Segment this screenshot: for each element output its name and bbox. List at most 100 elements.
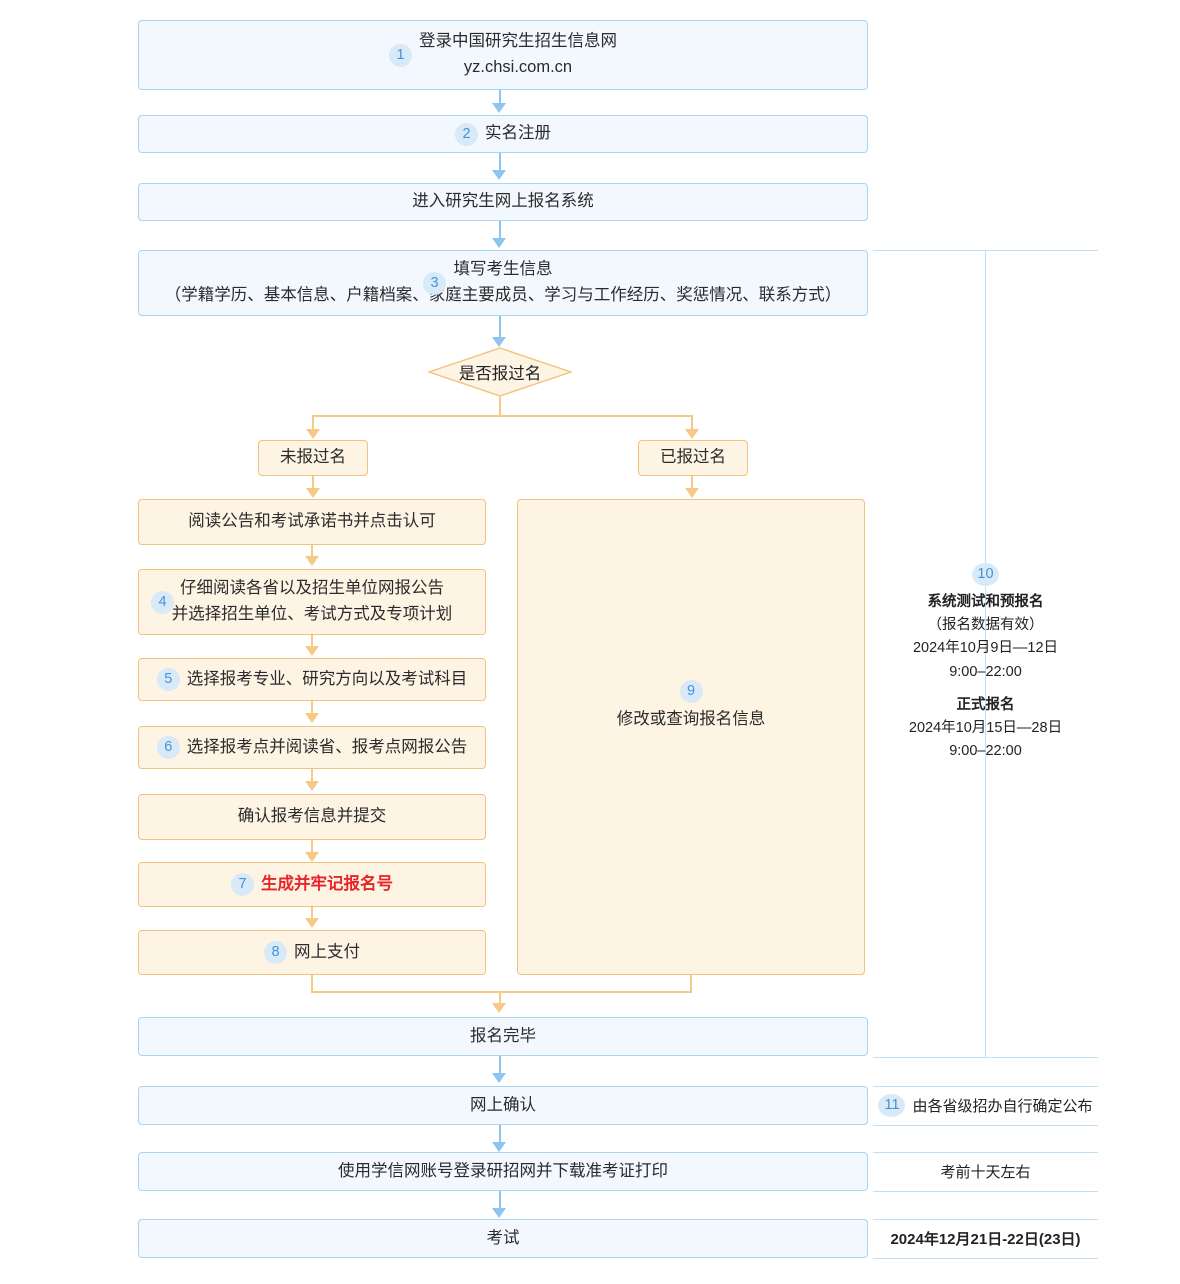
connector-enter-fillinfo xyxy=(499,221,501,239)
timeline-formal-date: 2024年10月15日—28日 xyxy=(908,719,1063,736)
arrowhead-login-register xyxy=(492,103,506,113)
step-badge-5: 5 xyxy=(156,668,180,691)
node-fill-candidate-info[interactable]: 3 填写考生信息 （学籍学历、基本信息、户籍档案、家庭主要成员、学习与工作经历、… xyxy=(138,250,868,316)
arrowhead-notreg-down xyxy=(306,488,320,498)
node-branch-not-registered[interactable]: 未报过名 xyxy=(258,440,368,476)
timeline-ticket-row: 考前十天左右 xyxy=(873,1152,1098,1191)
node-choose-major[interactable]: 5 选择报考专业、研究方向以及考试科目 xyxy=(138,658,486,701)
timeline-divider-exam-bottom xyxy=(873,1258,1098,1259)
node-read-notice[interactable]: 阅读公告和考试承诺书并点击认可 xyxy=(138,499,486,545)
arrowhead-register-enter xyxy=(492,170,506,180)
connector-diamond-stem xyxy=(499,397,501,416)
timeline-divider-confirm-top xyxy=(873,1086,1098,1087)
timeline-confirm-text: 由各省级招办自行确定公布 xyxy=(912,1098,1093,1115)
arrowhead-major-site xyxy=(305,713,319,723)
step-badge-3: 3 xyxy=(423,271,446,295)
arrowhead-readnotice-readprov xyxy=(305,556,319,566)
step-badge-9: 9 xyxy=(679,680,703,703)
arrowhead-site-confirm xyxy=(305,781,319,791)
arrowhead-confirm-gennum xyxy=(305,852,319,862)
decision-has-registered[interactable]: 是否报过名 xyxy=(428,347,572,397)
connector-ticket-exam xyxy=(499,1191,501,1209)
connector-branch-left xyxy=(312,415,314,430)
node-login-line1: 登录中国研究生招生信息网 xyxy=(419,32,617,51)
node-branch-registered-label: 已报过名 xyxy=(660,448,726,467)
timeline-divider-confirm-bottom xyxy=(873,1125,1098,1126)
connector-branch-right xyxy=(691,415,693,430)
node-read-province-notice[interactable]: 4 仔细阅读各省以及招生单位网报公告 并选择招生单位、考试方式及专项计划 xyxy=(138,569,486,635)
node-choose-major-label: 选择报考专业、研究方向以及考试科目 xyxy=(186,669,468,688)
node-online-confirmation[interactable]: 网上确认 xyxy=(138,1086,868,1125)
node-login[interactable]: 1 登录中国研究生招生信息网 yz.chsi.com.cn xyxy=(138,20,868,90)
step-badge-2: 2 xyxy=(455,122,478,146)
step-badge-10: 10 xyxy=(972,563,999,586)
connector-gennum-pay xyxy=(311,907,313,919)
node-branch-not-registered-label: 未报过名 xyxy=(280,448,346,467)
connector-merge-bus xyxy=(311,991,692,993)
timeline-test-title: 系统测试和预报名 xyxy=(927,594,1044,610)
node-confirm-submit[interactable]: 确认报考信息并提交 xyxy=(138,794,486,840)
node-fill-candidate-info-detail: （学籍学历、基本信息、户籍档案、家庭主要成员、学习与工作经历、奖惩情况、联系方式… xyxy=(164,286,842,304)
arrowhead-gennum-pay xyxy=(305,918,319,928)
node-registration-complete[interactable]: 报名完毕 xyxy=(138,1017,868,1056)
node-register-label: 实名注册 xyxy=(485,124,551,143)
node-read-notice-label: 阅读公告和考试承诺书并点击认可 xyxy=(188,512,436,531)
connector-confirm-gennum xyxy=(311,840,313,853)
connector-site-confirm xyxy=(311,769,313,782)
node-choose-exam-site-label: 选择报考点并阅读省、报考点网报公告 xyxy=(186,737,468,756)
step-badge-11: 11 xyxy=(878,1094,906,1117)
connector-login-register xyxy=(499,90,501,105)
timeline-exam-row: 2024年12月21日-22日(23日) xyxy=(873,1219,1098,1258)
timeline-divider-ticket-bottom xyxy=(873,1191,1098,1192)
connector-register-enter xyxy=(499,153,501,171)
timeline-spine xyxy=(985,250,986,1058)
timeline-registration-block: 10 系统测试和预报名 （报名数据有效） 2024年10月9日—12日 9:00… xyxy=(873,563,1098,763)
node-modify-or-query[interactable]: 9 修改或查询报名信息 xyxy=(517,499,865,975)
node-online-payment-label: 网上支付 xyxy=(294,942,360,961)
node-read-province-line1: 仔细阅读各省以及招生单位网报公告 xyxy=(180,579,444,598)
node-online-payment[interactable]: 8 网上支付 xyxy=(138,930,486,975)
timeline-test-date: 2024年10月9日—12日 xyxy=(912,640,1059,657)
node-exam-label: 考试 xyxy=(486,1228,520,1247)
connector-reg-down xyxy=(691,476,693,489)
timeline-ticket-text: 考前十天左右 xyxy=(940,1164,1031,1181)
connector-merge-center xyxy=(499,991,501,1004)
step-badge-1: 1 xyxy=(389,43,412,67)
step-badge-4: 4 xyxy=(151,590,174,614)
arrowhead-fillinfo-decision xyxy=(492,337,506,347)
connector-major-site xyxy=(311,701,313,714)
timeline-formal-time: 9:00–22:00 xyxy=(949,743,1022,760)
connector-fillinfo-decision xyxy=(499,316,501,338)
node-generate-registration-number-label: 生成并牢记报名号 xyxy=(261,874,393,893)
node-branch-registered[interactable]: 已报过名 xyxy=(638,440,748,476)
connector-done-confirm xyxy=(499,1056,501,1074)
node-exam[interactable]: 考试 xyxy=(138,1219,868,1258)
node-generate-registration-number[interactable]: 7 生成并牢记报名号 xyxy=(138,862,486,907)
arrowhead-enter-fillinfo xyxy=(492,238,506,248)
step-badge-7: 7 xyxy=(231,873,254,896)
decision-label: 是否报过名 xyxy=(458,365,542,383)
arrowhead-branch-left xyxy=(306,429,320,439)
connector-merge-left-stem xyxy=(311,975,313,993)
connector-merge-right-stem xyxy=(690,975,692,993)
timeline-divider-exam-top xyxy=(873,1219,1098,1220)
node-enter-system[interactable]: 进入研究生网上报名系统 xyxy=(138,183,868,221)
timeline-test-time: 9:00–22:00 xyxy=(949,663,1022,680)
timeline-divider-ticket-top xyxy=(873,1152,1098,1153)
timeline-divider-done xyxy=(873,1057,1098,1058)
diamond-shape xyxy=(428,347,572,397)
arrowhead-merge-done xyxy=(492,1003,506,1013)
node-enter-system-label: 进入研究生网上报名系统 xyxy=(412,192,594,211)
node-read-province-line2: 并选择招生单位、考试方式及专项计划 xyxy=(171,605,453,623)
node-confirm-submit-label: 确认报考信息并提交 xyxy=(237,807,387,826)
arrowhead-readprov-major xyxy=(305,646,319,656)
node-fill-candidate-info-title: 填写考生信息 xyxy=(453,260,553,279)
node-register[interactable]: 2 实名注册 xyxy=(138,115,868,153)
node-login-line2: yz.chsi.com.cn xyxy=(463,58,573,76)
timeline-divider-top xyxy=(873,250,1098,251)
node-choose-exam-site[interactable]: 6 选择报考点并阅读省、报考点网报公告 xyxy=(138,726,486,769)
timeline-test-sub: （报名数据有效） xyxy=(927,617,1044,634)
node-download-admission-ticket[interactable]: 使用学信网账号登录研招网并下载准考证打印 xyxy=(138,1152,868,1191)
arrowhead-confirm-ticket xyxy=(492,1142,506,1152)
connector-readprov-major xyxy=(311,635,313,647)
